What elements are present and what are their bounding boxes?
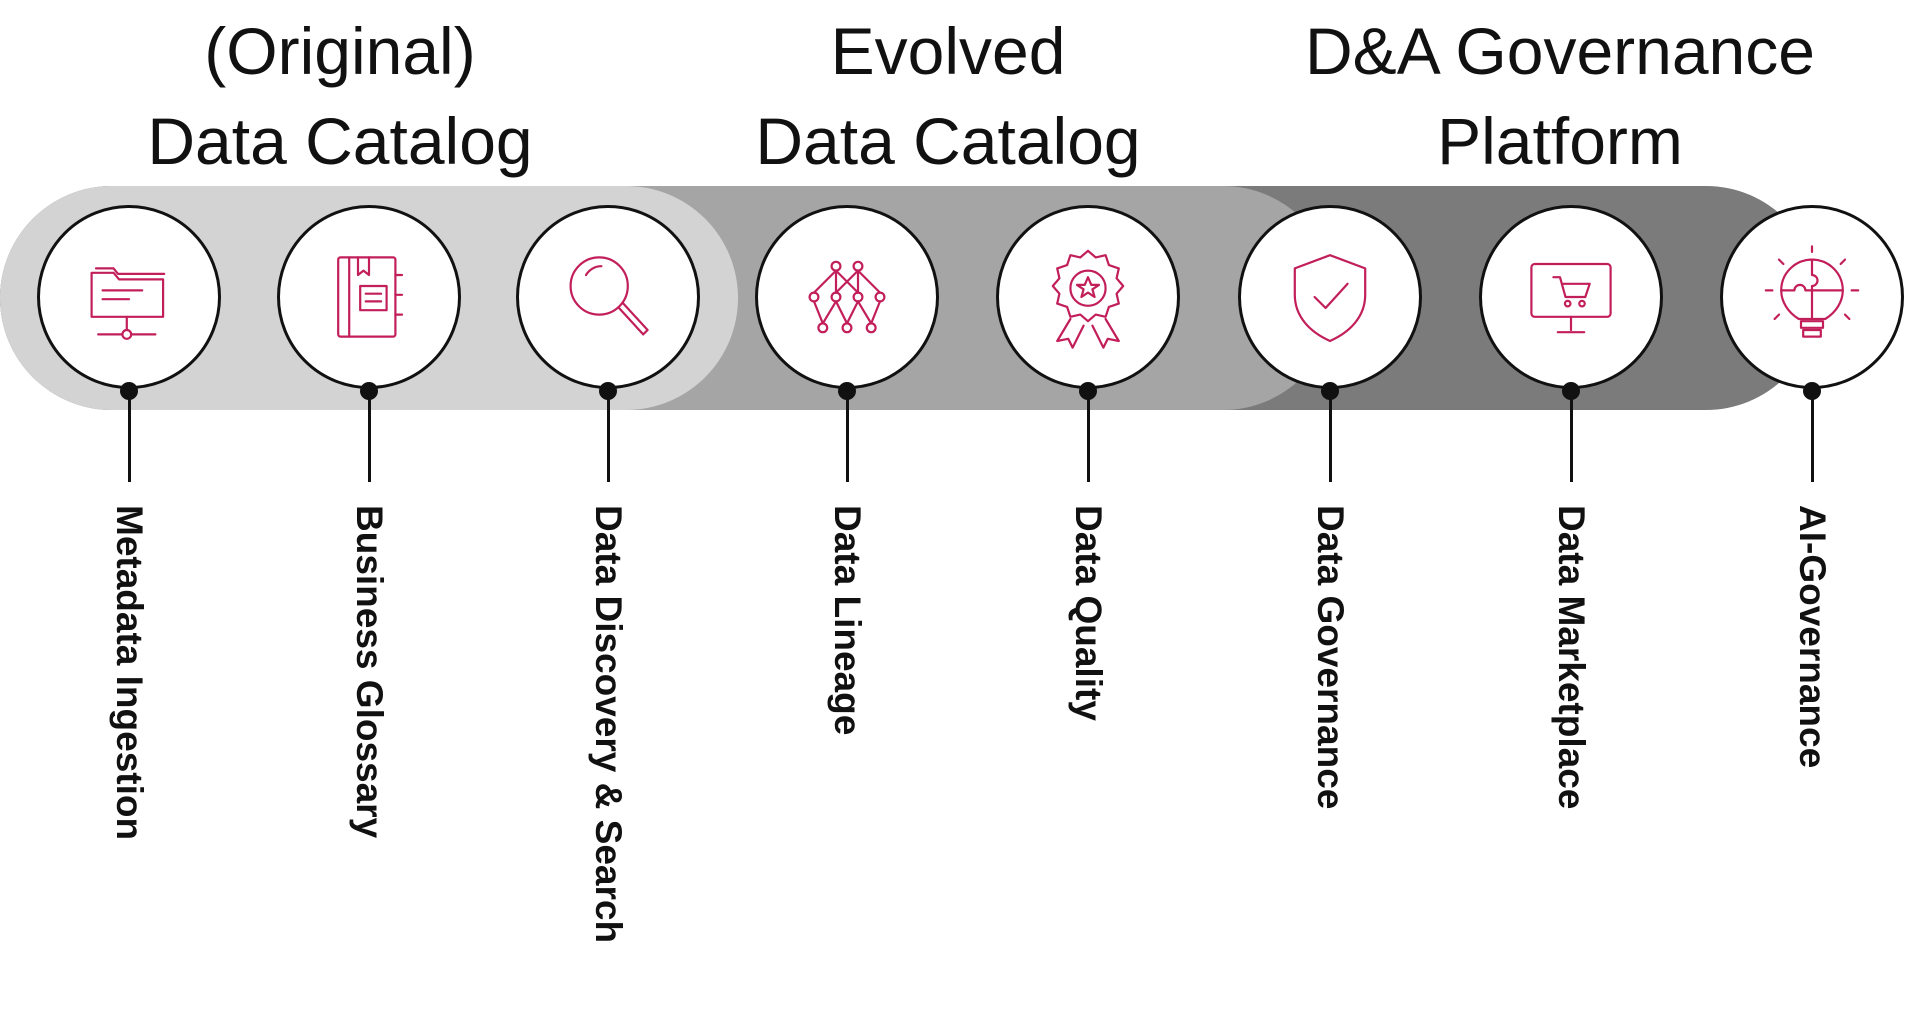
connector-line	[1329, 392, 1332, 482]
step-label-data-lineage: Data Lineage	[827, 505, 868, 736]
connector-dot	[120, 382, 138, 400]
heading-line: (Original)	[204, 14, 476, 88]
connector-dot	[1803, 382, 1821, 400]
connector-dot	[1321, 382, 1339, 400]
heading-line: Data Catalog	[755, 104, 1141, 178]
connector-line	[846, 392, 849, 482]
step-label-data-governance: Data Governance	[1310, 505, 1351, 810]
step-label-data-marketplace: Data Marketplace	[1551, 505, 1592, 810]
heading-line: Evolved	[830, 14, 1066, 88]
glossary-book-icon	[277, 205, 461, 389]
connector-line	[1570, 392, 1573, 482]
step-label-ai-governance: AI-Governance	[1792, 505, 1833, 769]
connector-line	[607, 392, 610, 482]
marketplace-monitor-icon	[1479, 205, 1663, 389]
step-label-data-discovery-search: Data Discovery & Search	[588, 505, 629, 944]
heading-line: Platform	[1437, 104, 1683, 178]
step-label-data-quality: Data Quality	[1068, 505, 1109, 721]
shield-check-icon	[1238, 205, 1422, 389]
connector-dot	[838, 382, 856, 400]
connector-line	[1811, 392, 1814, 482]
step-label-metadata-ingestion: Metadata Ingestion	[109, 505, 150, 841]
connector-line	[1087, 392, 1090, 482]
connector-dot	[1079, 382, 1097, 400]
connector-dot	[599, 382, 617, 400]
magnifier-icon	[516, 205, 700, 389]
heading-line: Data Catalog	[147, 104, 533, 178]
connector-dot	[1562, 382, 1580, 400]
lineage-network-icon	[755, 205, 939, 389]
heading-governance-platform: D&A Governance Platform	[1300, 6, 1820, 186]
folder-network-icon	[37, 205, 221, 389]
connector-dot	[360, 382, 378, 400]
heading-original-data-catalog: (Original) Data Catalog	[80, 6, 600, 186]
connector-line	[368, 392, 371, 482]
heading-evolved-data-catalog: Evolved Data Catalog	[688, 6, 1208, 186]
quality-badge-icon	[996, 205, 1180, 389]
step-label-business-glossary: Business Glossary	[349, 505, 390, 839]
heading-line: D&A Governance	[1305, 14, 1815, 88]
lightbulb-puzzle-icon	[1720, 205, 1904, 389]
connector-line	[128, 392, 131, 482]
